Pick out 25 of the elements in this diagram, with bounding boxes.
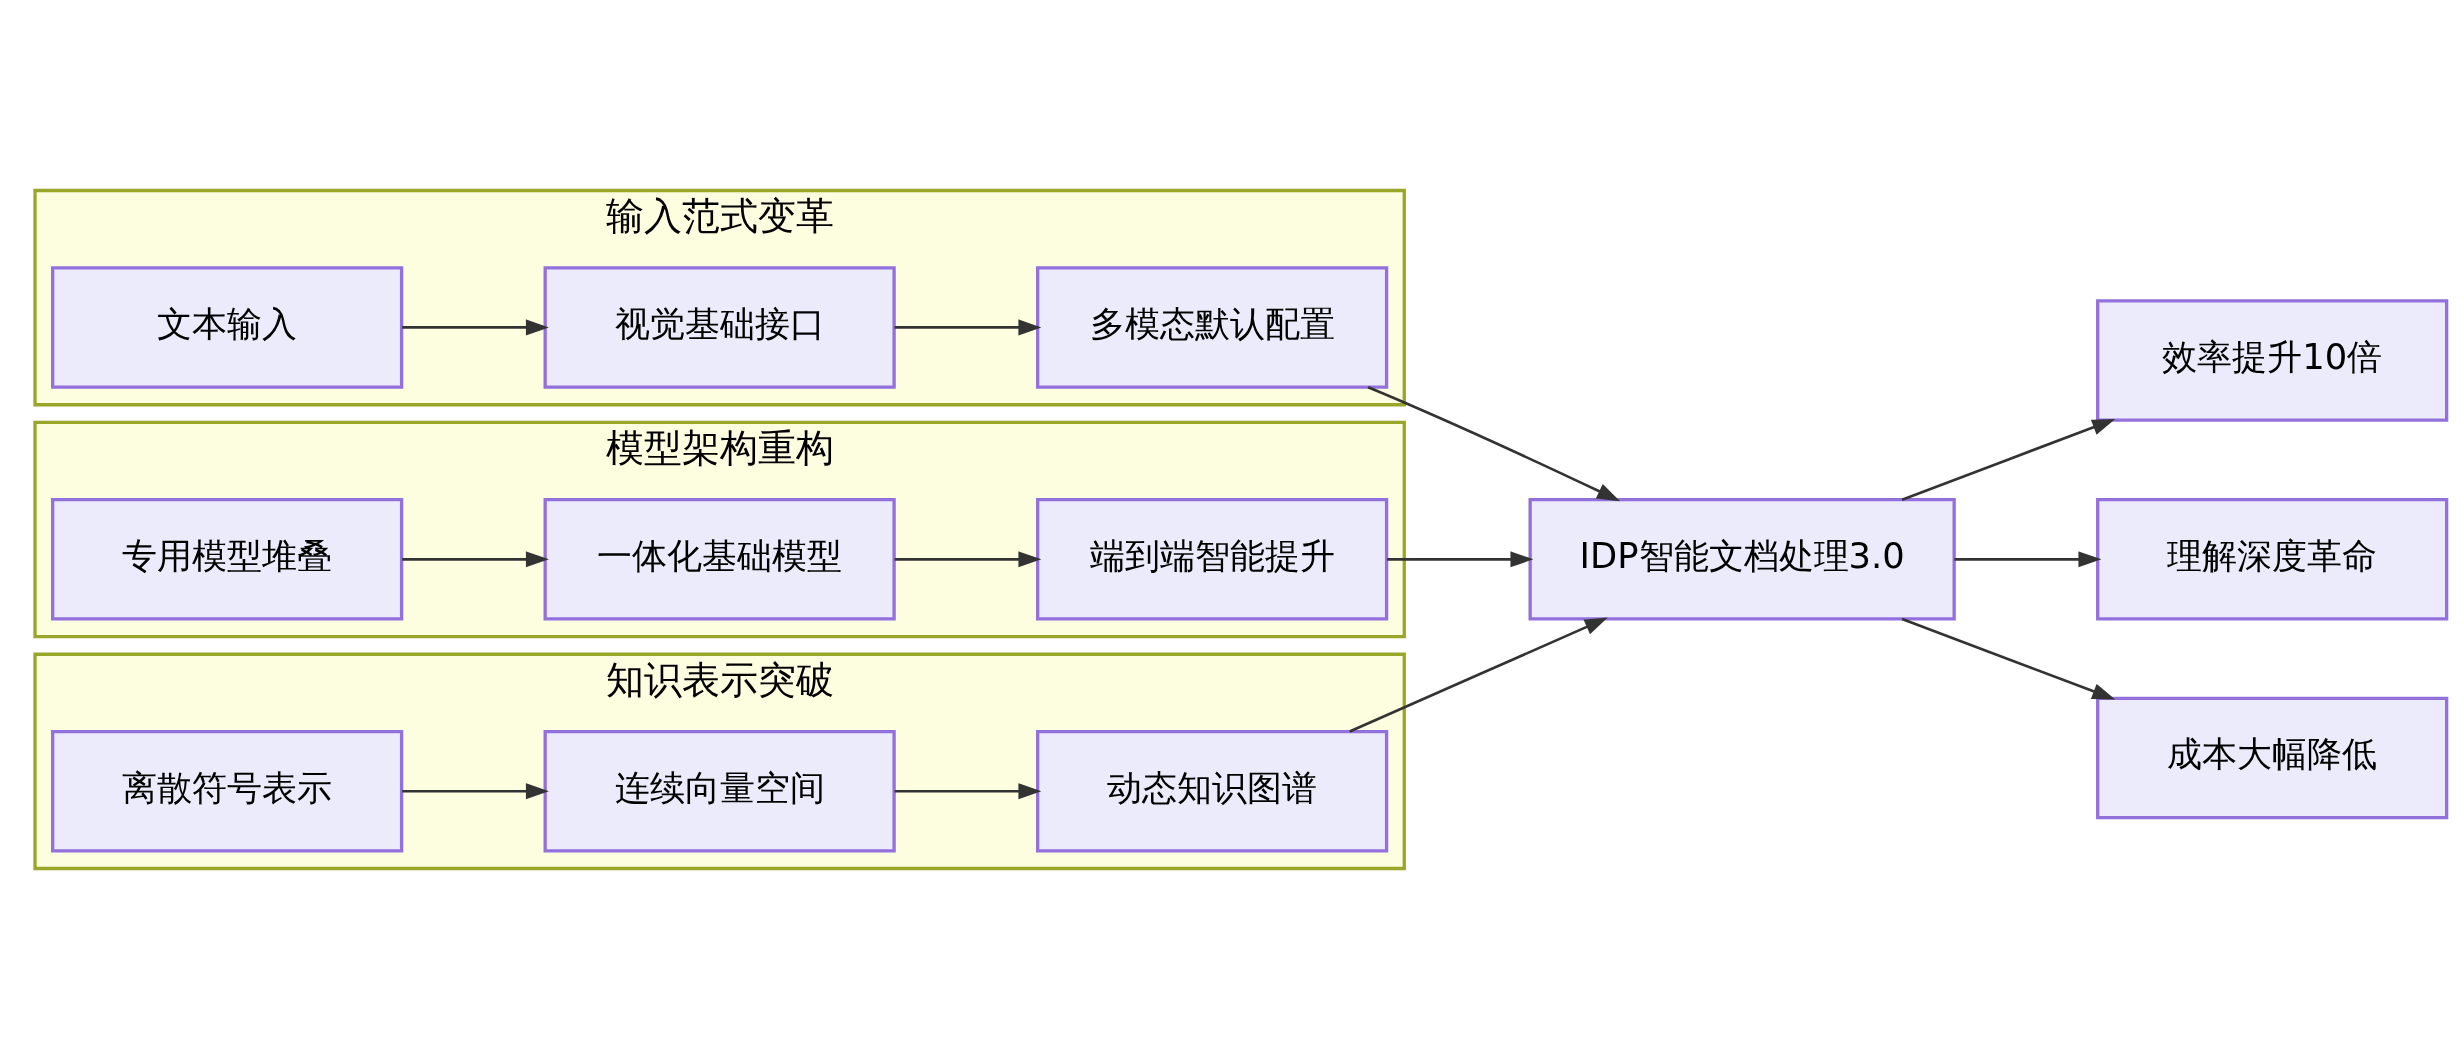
node-box: 成本大幅降低 — [2096, 696, 2449, 819]
node-box: IDP智能文档处理3.0 — [1528, 497, 1956, 621]
node-box: 理解深度革命 — [2096, 497, 2449, 621]
arrow — [402, 782, 549, 799]
arrow — [1901, 418, 2116, 501]
node-box: 多模态默认配置 — [1036, 265, 1389, 389]
arrow — [1367, 385, 1620, 501]
node-box: 离散符号表示 — [51, 729, 404, 852]
node-box: 效率提升10倍 — [2096, 298, 2449, 422]
node-box: 动态知识图谱 — [1036, 729, 1389, 852]
node-box: 专用模型堆叠 — [51, 497, 404, 621]
node-box: 视觉基础接口 — [543, 265, 896, 389]
node-box: 一体化基础模型 — [543, 497, 896, 621]
arrow — [402, 318, 549, 335]
node-box: 端到端智能提升 — [1036, 497, 1389, 621]
arrow — [1954, 550, 2102, 567]
arrow — [894, 550, 1042, 567]
arrow — [1387, 550, 1534, 567]
arrow — [402, 550, 549, 567]
node-box: 文本输入 — [51, 265, 404, 389]
arrow — [894, 318, 1042, 335]
arrow — [1349, 617, 1608, 733]
arrow — [1901, 617, 2116, 700]
arrow — [894, 782, 1042, 799]
node-box: 连续向量空间 — [543, 729, 896, 852]
